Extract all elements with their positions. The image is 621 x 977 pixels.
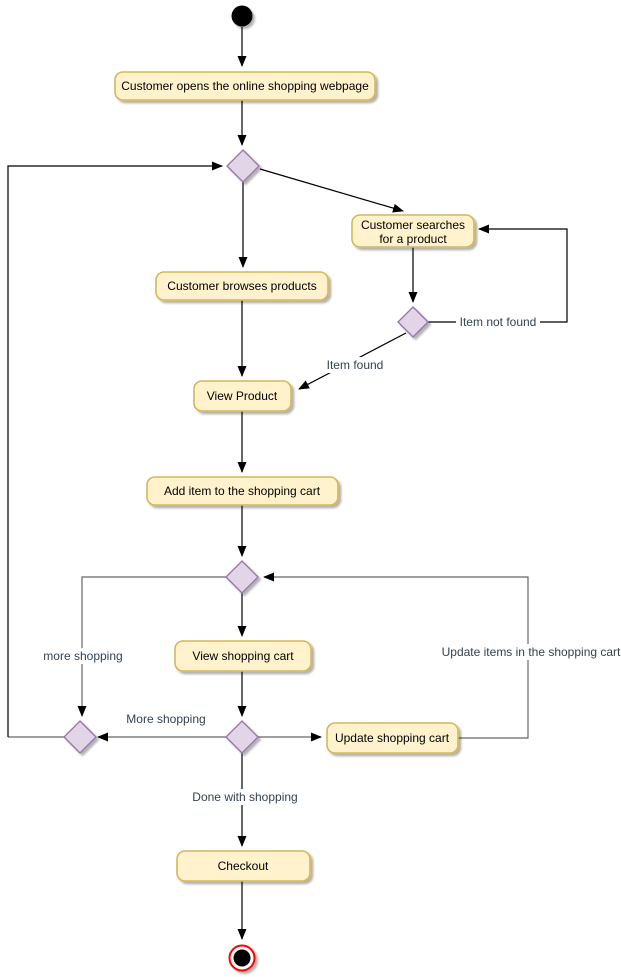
activity-open-webpage: Customer opens the online shopping webpa…	[114, 71, 376, 101]
label-bg-done	[190, 789, 300, 805]
activity-view-product: View Product	[193, 380, 292, 412]
decision-3	[225, 560, 259, 594]
activity-view-product-label: View Product	[207, 389, 278, 403]
decision-merge-left	[63, 720, 97, 754]
edge-decision1-to-search	[259, 168, 404, 213]
activity-view-cart-label: View shopping cart	[192, 649, 294, 663]
decision-merge-left-shape	[63, 720, 97, 754]
label-bg-item-found	[325, 357, 385, 373]
activity-browse-products-label: Customer browses products	[167, 279, 316, 293]
decision-2	[397, 306, 429, 338]
label-bg-update-items	[440, 644, 621, 660]
label-item-found: Item found	[327, 358, 384, 372]
activity-update-cart-shape	[326, 722, 459, 754]
decision-3-shape	[225, 560, 259, 594]
final-node-dot	[233, 949, 251, 967]
label-update-items: Update items in the shopping cart	[442, 645, 621, 659]
label-item-not-found: Item not found	[460, 315, 537, 329]
label-done-with-shopping: Done with shopping	[192, 790, 297, 804]
edge-label-backgrounds	[40, 314, 621, 805]
activity-open-webpage-label: Customer opens the online shopping webpa…	[121, 79, 369, 93]
decision-4	[225, 720, 259, 754]
activity-browse-products-shape	[155, 271, 329, 301]
decision-2-shape	[397, 306, 429, 338]
activity-checkout-label: Checkout	[218, 859, 269, 873]
activity-view-cart: View shopping cart	[174, 640, 312, 672]
edge-loop-to-decision1	[7, 161, 223, 737]
activity-view-product-shape	[193, 380, 292, 412]
decision-4-shape	[225, 720, 259, 754]
activity-update-cart-label: Update shopping cart	[335, 731, 450, 745]
activity-checkout-shape	[176, 850, 311, 882]
label-bg-more-shopping	[123, 711, 209, 727]
activity-search-product-shape	[351, 214, 475, 248]
edge-decision3-more-shopping	[77, 576, 226, 717]
label-bg-more-shopping-lower	[40, 648, 126, 664]
activity-add-item: Add item to the shopping cart	[146, 476, 339, 506]
activity-add-item-shape	[146, 476, 339, 506]
activity-checkout: Checkout	[176, 850, 311, 882]
decision-1	[226, 149, 260, 183]
activity-view-cart-shape	[174, 640, 312, 672]
final-node	[228, 944, 256, 972]
activity-open-webpage-shape	[114, 71, 376, 101]
activity-update-cart: Update shopping cart	[326, 722, 459, 754]
decision-1-shape	[226, 149, 260, 183]
label-bg-item-not-found	[456, 314, 540, 330]
label-more-shopping-lower: more shopping	[43, 649, 122, 663]
label-more-shopping: More shopping	[126, 712, 205, 726]
activity-browse-products: Customer browses products	[155, 271, 329, 301]
initial-node	[231, 5, 253, 27]
initial-node-circle	[231, 5, 253, 27]
edge-labels: Item not found Item found Update items i…	[43, 315, 621, 804]
activity-add-item-label: Add item to the shopping cart	[164, 484, 321, 498]
